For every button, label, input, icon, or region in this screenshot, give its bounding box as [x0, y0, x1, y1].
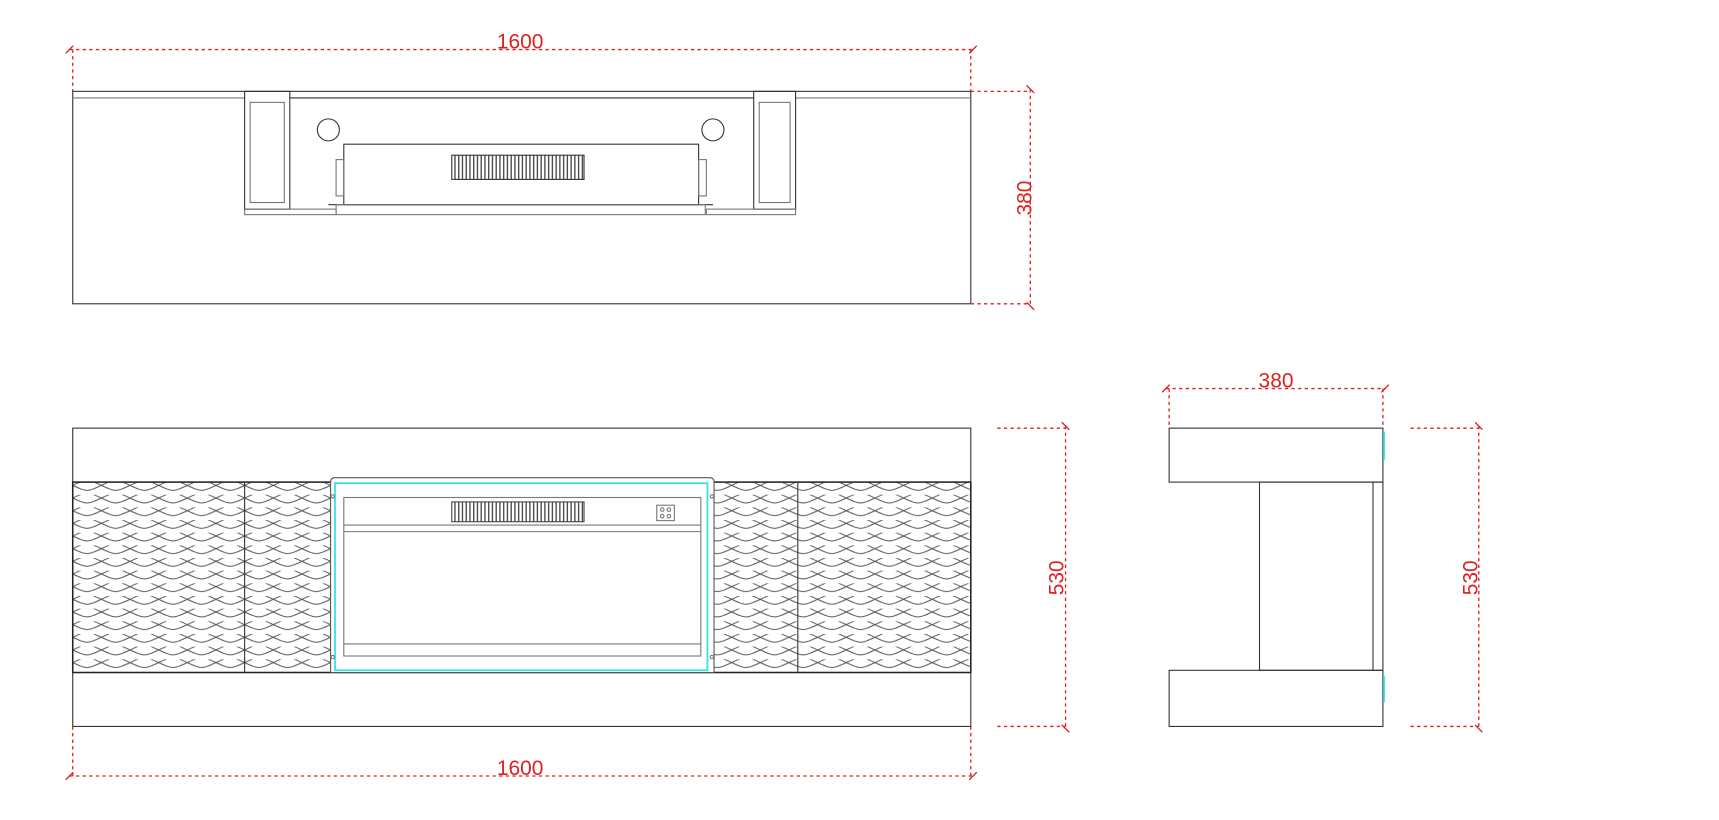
firebox — [343, 496, 702, 657]
top-depth-dimension: 380 — [970, 89, 1036, 306]
front-height-dimension: 530 — [997, 426, 1068, 729]
vent-grille-front — [451, 501, 585, 523]
front-view — [71, 427, 972, 727]
top-width-dimension: 1600 — [69, 30, 973, 92]
top-view-outline — [72, 90, 972, 305]
side-bottom-block — [1168, 669, 1384, 727]
fireplace-frame — [330, 477, 715, 674]
front-width-dimension: 1600 — [69, 726, 973, 779]
glass-edge — [334, 482, 709, 672]
mount-hole-right — [701, 118, 725, 142]
side-height-dimension: 530 — [1410, 426, 1482, 729]
vent-grille-top — [451, 154, 585, 180]
side-height-label: 530 — [1460, 560, 1483, 595]
side-depth-dimension: 380 — [1166, 369, 1385, 429]
top-view — [72, 90, 972, 305]
top-depth-label: 380 — [1013, 181, 1036, 216]
side-middle — [1258, 481, 1384, 671]
right-post — [753, 90, 797, 210]
side-top-block — [1168, 427, 1384, 483]
front-height-label: 530 — [1045, 560, 1068, 595]
side-view — [1168, 427, 1385, 727]
front-width-label: 1600 — [497, 757, 544, 780]
left-post — [244, 90, 291, 210]
side-depth-label: 380 — [1259, 369, 1294, 392]
top-width-label: 1600 — [497, 30, 544, 53]
mount-hole-left — [316, 118, 340, 142]
control-buttons-icon — [656, 504, 675, 522]
